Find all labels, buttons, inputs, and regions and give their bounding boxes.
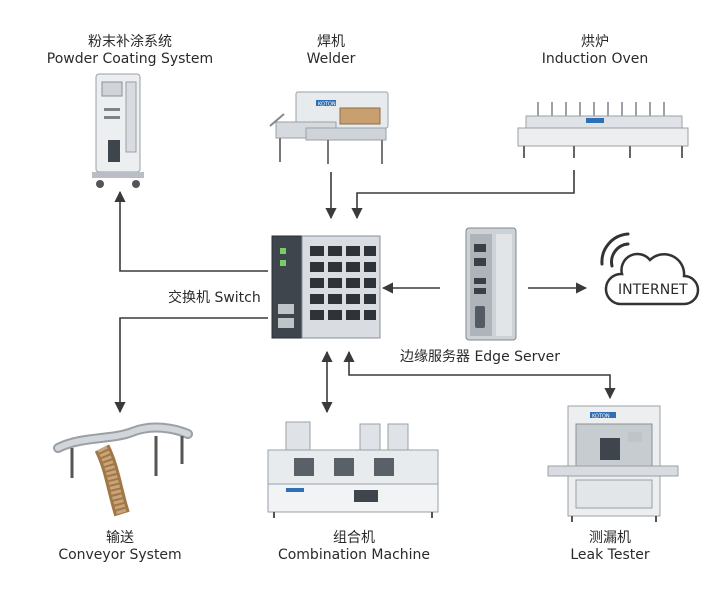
internet-cloud-icon — [600, 232, 700, 306]
powder-coating-label: 粉末补涂系统 Powder Coating System — [46, 34, 214, 67]
link-oven-switch — [351, 170, 575, 220]
switch-label: 交换机 Switch — [168, 290, 261, 306]
conveyor-label: 输送 Conveyor System — [58, 530, 182, 563]
leak-tester-brand-mark: KOTON — [592, 414, 610, 420]
combination-machine-label: 组合机 Combination Machine — [277, 530, 431, 563]
powder-coating-machine-icon — [92, 73, 144, 188]
welder-machine-icon: KOTON — [269, 91, 389, 164]
link-switch-powder — [114, 190, 268, 272]
combination-machine-icon — [267, 421, 439, 518]
induction-oven-label: 烘炉 Induction Oven — [541, 34, 649, 67]
leak-tester-label: 测漏机 Leak Tester — [570, 530, 650, 563]
network-switch-icon — [271, 235, 381, 339]
welder-brand-mark: KOTON — [318, 102, 336, 108]
edge-server-label: 边缘服务器 Edge Server — [400, 349, 561, 365]
welder-label: 焊机 Welder — [306, 34, 356, 67]
leak-tester-icon: KOTON — [547, 405, 679, 522]
link-switch-conveyor — [114, 317, 268, 414]
induction-oven-icon — [517, 102, 689, 158]
conveyor-system-icon — [53, 422, 193, 517]
internet-label: INTERNET — [618, 282, 688, 298]
edge-server-icon — [465, 227, 517, 341]
link-switch-leak — [343, 350, 616, 400]
